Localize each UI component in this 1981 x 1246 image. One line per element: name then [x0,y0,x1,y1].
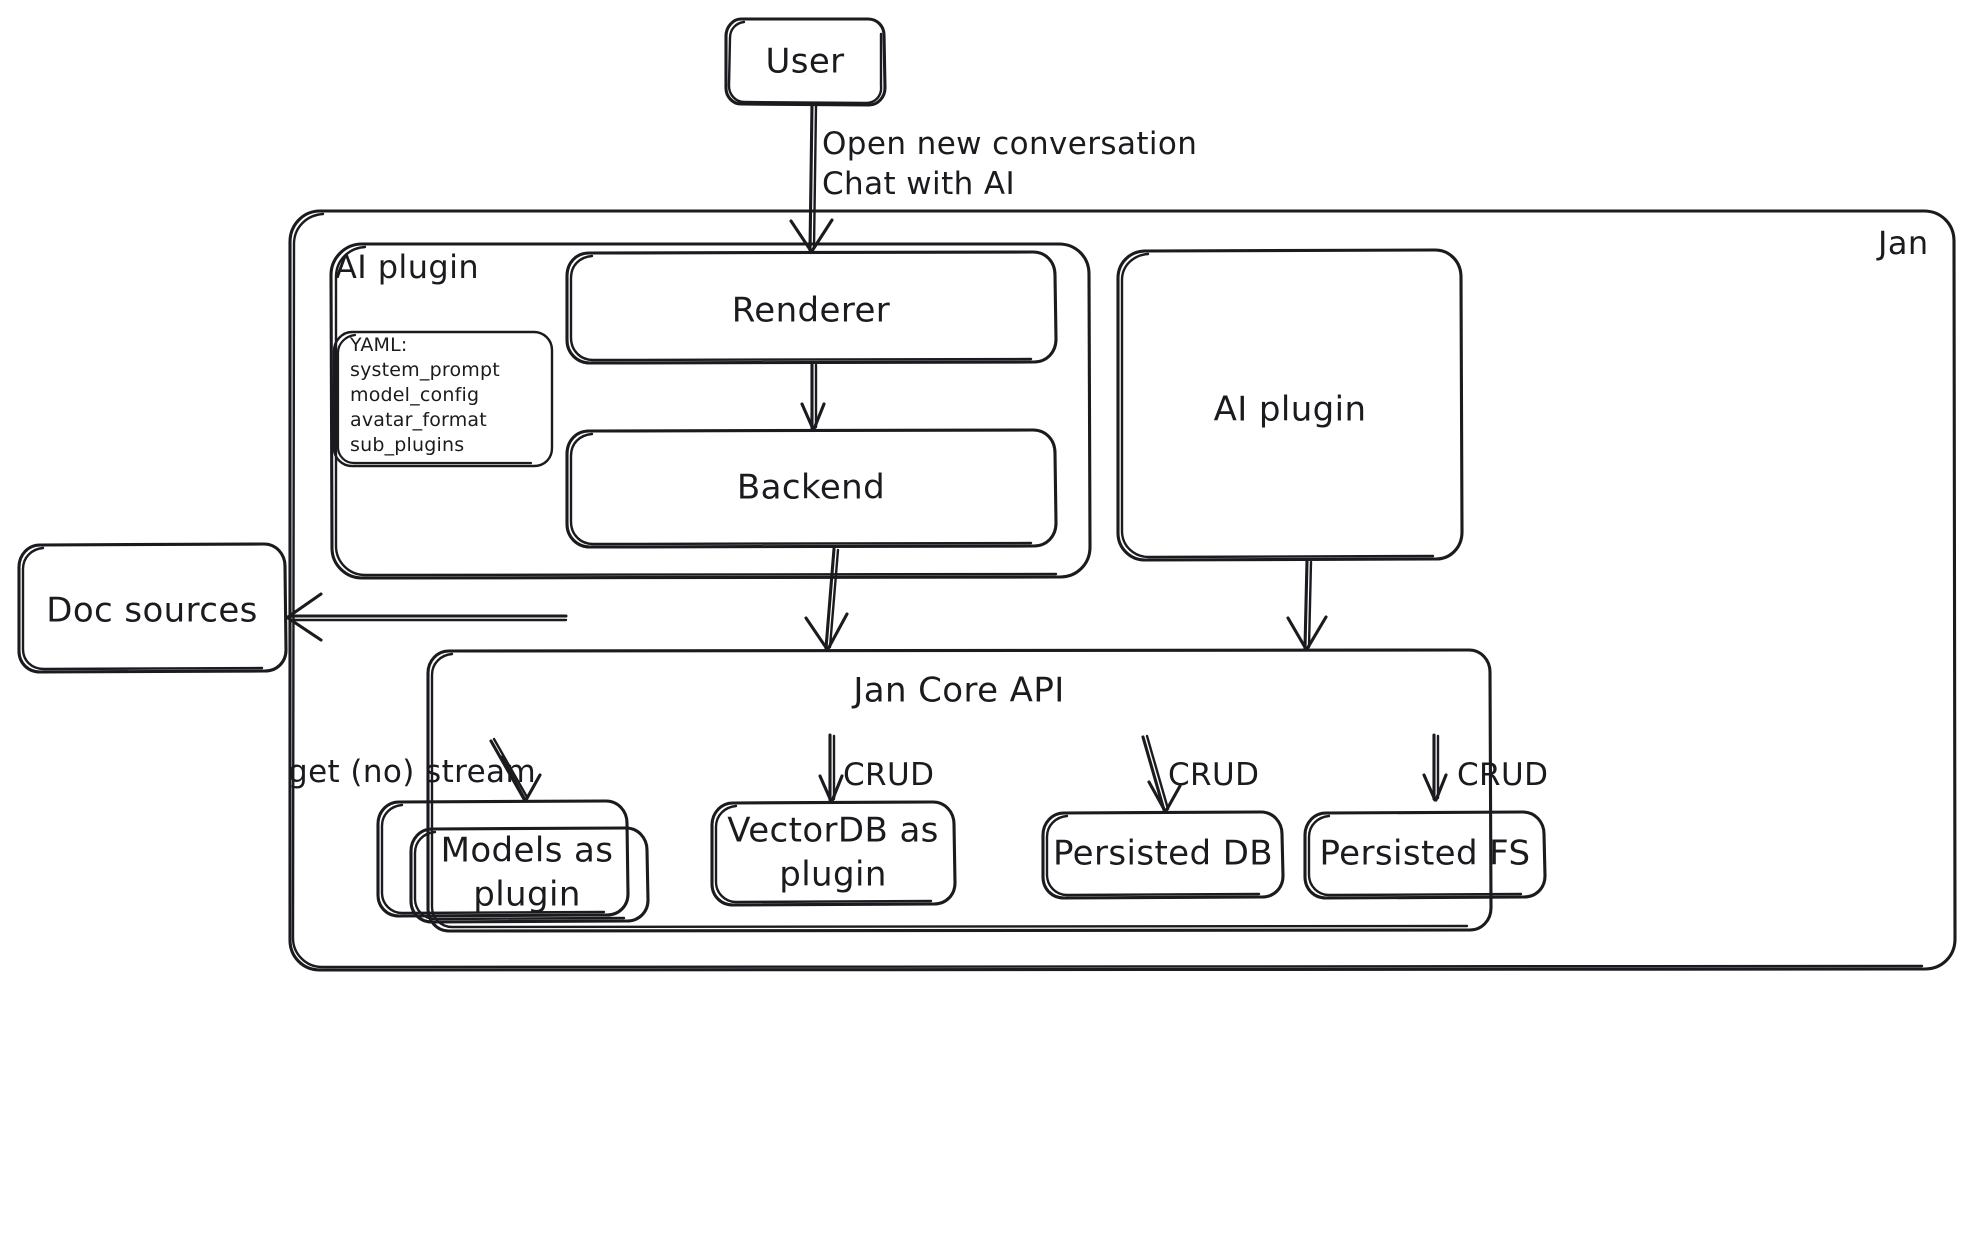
node-backend[interactable] [567,430,1056,547]
ai-plugin-right-box-shape [1116,248,1464,562]
arrow-ai-plugin-to-core-api [1286,559,1328,651]
persisted-db-box-shape [1041,810,1285,900]
arrow-backend-to-doc-sources [286,592,568,642]
yaml-box-shape [332,330,554,468]
vectordb-as-plugin-box-shape [710,800,957,907]
backend-box-shape [565,428,1058,549]
ai-plugin-group-shape [329,242,1092,580]
arrow-core-api-to-vectordb [818,733,844,803]
arrow-core-api-to-persisted-fs [1422,733,1448,802]
arrow-core-api-to-persisted-db [1141,734,1182,813]
node-user[interactable] [726,19,885,105]
models-as-plugin-inner-shape [409,826,650,924]
jan-core-api-box-shape [426,648,1493,933]
node-ai-plugin-right[interactable] [1118,250,1462,560]
node-persisted-db[interactable] [1043,812,1283,898]
user-box-shape [724,17,887,107]
renderer-box-shape [565,250,1058,365]
jan-container-shape [288,209,1957,972]
arrow-user-to-renderer [789,103,834,253]
node-models-as-plugin[interactable] [378,801,648,922]
node-yaml-config[interactable] [334,332,552,466]
arrow-backend-to-core-api [804,547,849,651]
node-renderer[interactable] [567,252,1056,363]
models-as-plugin-outer-shape [376,799,630,918]
persisted-fs-box-shape [1303,810,1547,900]
doc-sources-box-shape [17,542,288,674]
node-vectordb-as-plugin[interactable] [712,802,955,905]
arrow-renderer-to-backend [800,362,826,431]
node-persisted-fs[interactable] [1305,812,1545,898]
node-doc-sources[interactable] [19,544,286,672]
arrow-core-api-to-models [489,737,542,802]
